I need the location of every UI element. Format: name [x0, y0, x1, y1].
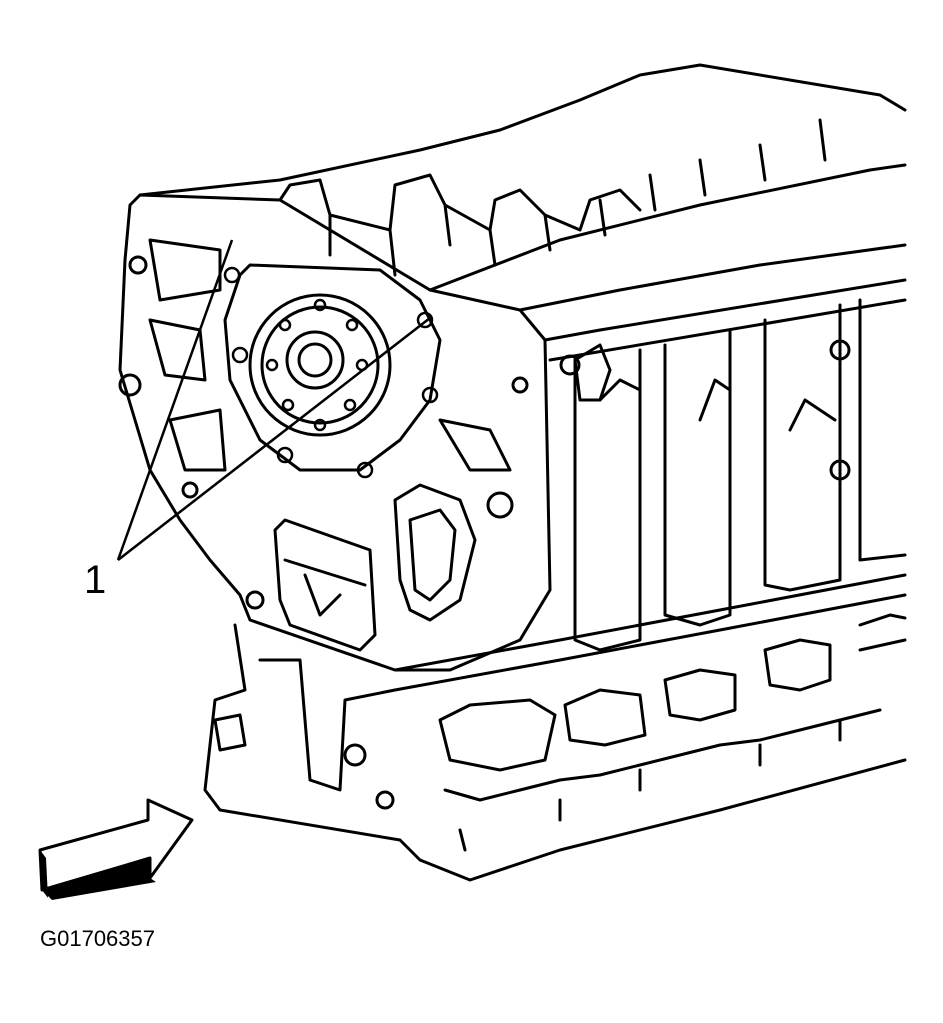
- leader-line-upper: [116, 239, 234, 561]
- view-direction-arrow-icon: [38, 798, 194, 900]
- engine-block-linework: [118, 63, 907, 882]
- lower-cover-plate: [273, 518, 377, 652]
- callout-leaders: [116, 239, 431, 561]
- oil-pan-flange: [203, 623, 907, 882]
- leader-line-lower: [117, 317, 431, 561]
- callout-number-1: 1: [84, 558, 107, 602]
- figure-id-label: G01706357: [40, 926, 155, 951]
- housing-bolts: [223, 266, 439, 479]
- rear-seal-housing: [248, 293, 392, 437]
- top-deck: [138, 63, 907, 197]
- lower-rail: [393, 573, 907, 672]
- side-rail: [543, 278, 907, 342]
- oil-boss: [393, 483, 477, 622]
